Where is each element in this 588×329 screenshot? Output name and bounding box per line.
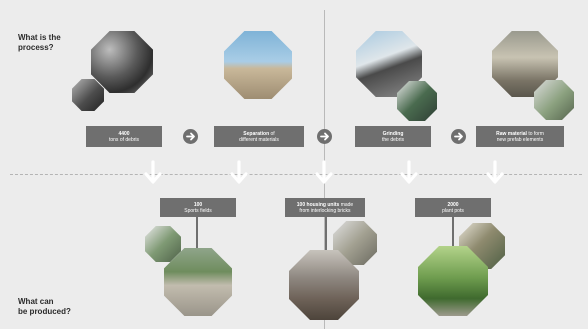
prefab-photo	[534, 80, 574, 120]
product-2-text: made from interlocking bricks	[299, 201, 354, 214]
plant-pots-photo	[418, 246, 488, 316]
product-2-strong: 100 housing units	[296, 201, 340, 208]
connector-line	[452, 217, 454, 249]
separation-photo	[224, 31, 292, 99]
step-1-box: 4400 tons of debris	[86, 126, 162, 147]
dashed-divider	[10, 174, 582, 175]
step-3-text: the debris	[382, 136, 404, 143]
housing-unit-photo	[289, 250, 359, 320]
step-4-strong: Raw material	[496, 130, 527, 137]
product-3-box: 2000 plant pots	[415, 198, 491, 217]
product-1-box: 100 Sports fields	[160, 198, 236, 217]
step-3-strong: Grinding	[382, 130, 404, 137]
step-2-strong: Separation	[243, 130, 270, 137]
step-1-strong: 4400	[118, 130, 130, 137]
product-1-strong: 100	[193, 201, 203, 208]
product-2-box: 100 housing units made from interlocking…	[285, 198, 365, 217]
step-4-text: to form new prefab elements	[496, 130, 544, 143]
arrow-right-icon	[183, 129, 198, 144]
arrow-down-icon	[230, 160, 248, 184]
product-3-strong: 2000	[447, 201, 459, 208]
excavator-photo	[72, 79, 104, 111]
product-1-text: Sports fields	[184, 207, 212, 214]
sports-field-photo	[164, 248, 232, 316]
step-2-text: of different materials	[239, 130, 279, 143]
step-4-box: Raw material to form new prefab elements	[476, 126, 564, 147]
process-question: What is the process?	[18, 33, 61, 52]
connector-line	[196, 217, 198, 253]
connector-line	[325, 217, 327, 253]
step-3-box: Grinding the debris	[355, 126, 431, 147]
product-3-text: plant pots	[442, 207, 464, 214]
arrow-down-icon	[400, 160, 418, 184]
arrow-right-icon	[317, 129, 332, 144]
arrow-right-icon	[451, 129, 466, 144]
step-1-text: tons of debris	[108, 136, 140, 143]
arrow-down-icon	[315, 160, 333, 184]
arrow-down-icon	[486, 160, 504, 184]
arrow-down-icon	[144, 160, 162, 184]
produced-question: What can be produced?	[18, 297, 71, 316]
crusher-photo	[397, 81, 437, 121]
sports-field-small-photo	[145, 226, 181, 262]
debris-photo	[91, 31, 153, 93]
step-2-box: Separation of different materials	[214, 126, 304, 147]
